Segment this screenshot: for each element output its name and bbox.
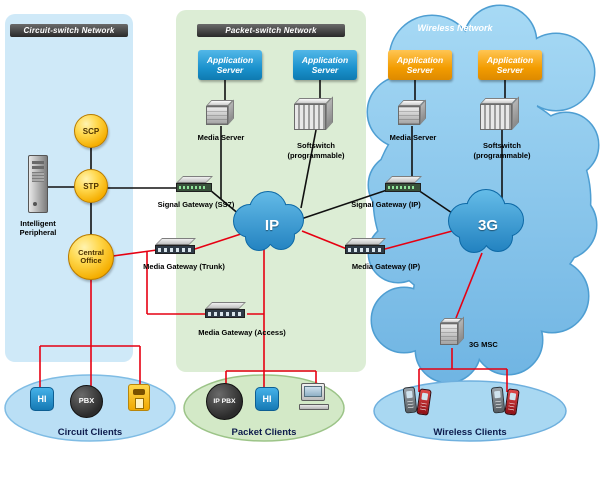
softswitch-sublabel: (programmable) [287, 151, 345, 160]
3g-msc-label: 3G MSC [469, 340, 498, 349]
circuit-network-header: Circuit-switch Network [10, 24, 128, 37]
circuit-clients-title: Circuit Clients [57, 427, 123, 438]
application-server-4: Application Server [478, 50, 542, 80]
ip-cloud-label: IP [264, 217, 280, 234]
ip-phone-icon-packet: HI [255, 387, 279, 411]
signal-gateway-ip-label: Signal Gateway (IP) [351, 200, 421, 209]
media-lines [39, 229, 508, 392]
media-server-wireless-icon [398, 98, 428, 126]
mobile-phone-icon [402, 386, 418, 414]
pbx-node: PBX [70, 385, 103, 418]
telephone-icon [128, 384, 150, 411]
intelligent-peripheral-icon [28, 155, 48, 213]
media-gateway-ip-label: Media Gateway (IP) [351, 262, 421, 271]
wireless-network-title: Wireless Network [417, 23, 493, 33]
application-server-1: Application Server [198, 50, 262, 80]
mobile-phone-icon [416, 388, 432, 416]
central-office-node: Central Office [68, 234, 114, 280]
mobile-phones-icon-right [490, 386, 526, 417]
mobile-phones-icon-left [402, 386, 438, 417]
application-server-3: Application Server [388, 50, 452, 80]
softswitch-wireless-icon [480, 96, 522, 130]
signal-gateway-ss7-icon [176, 176, 220, 192]
media-server-label: Media Server [197, 133, 245, 142]
packet-clients-title: Packet Clients [231, 427, 297, 438]
media-gateway-trunk-icon [155, 238, 203, 256]
media-server-wireless-label: Media Server [389, 133, 437, 142]
media-server-icon [206, 98, 236, 126]
media-gateway-access-label: Media Gateway (Access) [198, 328, 286, 337]
ip-phone-icon-circuit: HI [30, 387, 54, 411]
mobile-phone-icon [504, 388, 520, 416]
computer-icon [297, 383, 331, 413]
softswitch-wireless-sublabel: (programmable) [473, 151, 531, 160]
intelligent-peripheral-label: Intelligent Peripheral [19, 219, 57, 238]
packet-network-header: Packet-switch Network [197, 24, 345, 37]
3g-cloud-label: 3G [477, 217, 498, 234]
signal-gateway-ip-icon [385, 176, 429, 192]
scp-node: SCP [74, 114, 108, 148]
stp-node: STP [74, 169, 108, 203]
ip-pbx-node: IP PBX [206, 383, 243, 420]
media-gateway-trunk-label: Media Gateway (Trunk) [143, 262, 225, 271]
softswitch-wireless-label: Softswitch [483, 141, 521, 150]
media-gateway-access-icon [205, 302, 253, 320]
3g-msc-icon [440, 316, 466, 346]
wireless-clients-title: Wireless Clients [433, 427, 507, 438]
softswitch-label: Softswitch [297, 141, 335, 150]
signal-gateway-ss7-label: Signal Gateway (SS7) [157, 200, 235, 209]
application-server-2: Application Server [293, 50, 357, 80]
media-gateway-ip-icon [345, 238, 393, 256]
softswitch-icon [294, 96, 336, 130]
mobile-phone-icon [490, 386, 506, 414]
